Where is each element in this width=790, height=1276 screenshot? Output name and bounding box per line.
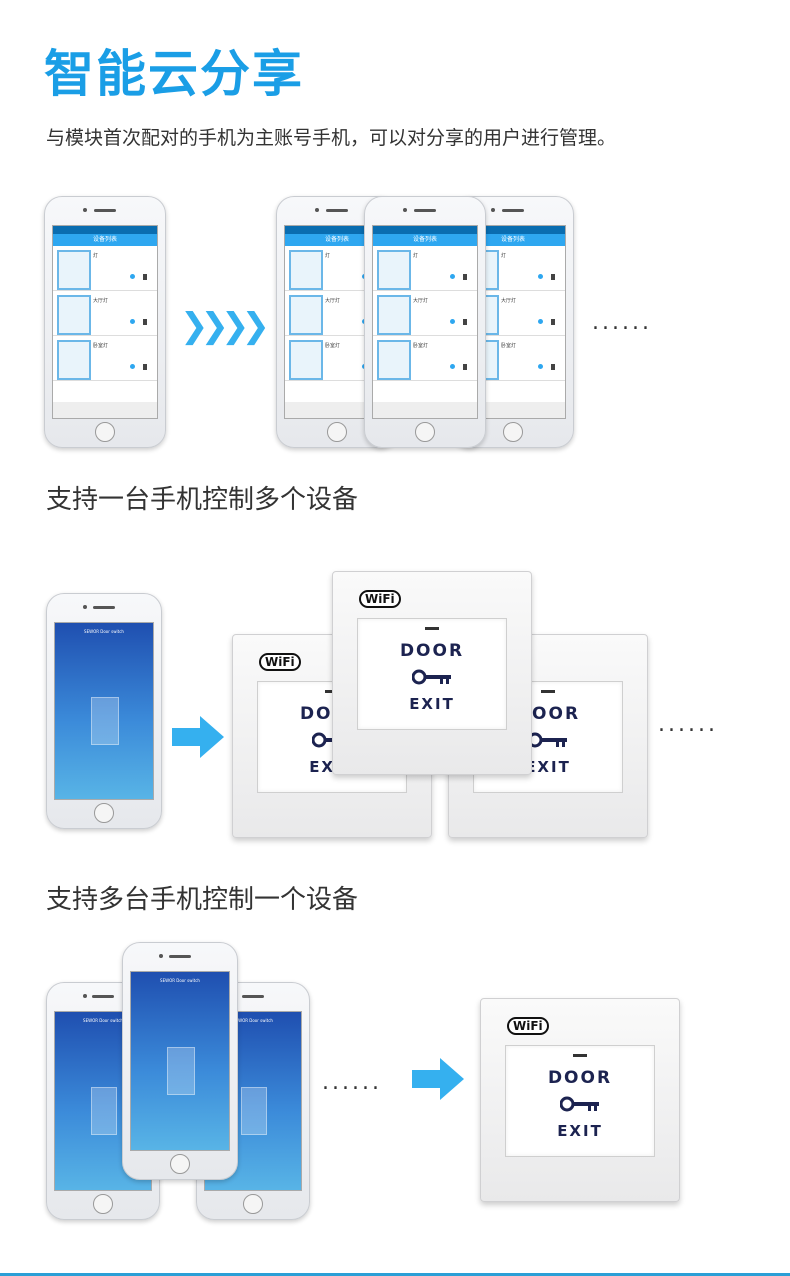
chevron-arrows-icon: ❯❯❯❯ (180, 306, 270, 346)
door-switch-single: WiFi DOOR EXIT (480, 998, 680, 1202)
page-subtitle: 与模块首次配对的手机为主账号手机，可以对分享的用户进行管理。 (46, 127, 617, 149)
phone-user-2: SEWOR Door switch (122, 942, 238, 1180)
phone-shared-2: 设备列表 灯 大厅灯 卧室灯 (364, 196, 486, 448)
arrow-right-icon (172, 716, 224, 758)
phone-controller: SEWOR Door switch (46, 593, 162, 829)
ellipsis-3: ...... (322, 1070, 382, 1095)
phone-master: 设备列表 灯 大厅灯 卧室灯 (44, 196, 166, 448)
ellipsis-2: ...... (658, 712, 718, 737)
section-title-one-to-many: 支持一台手机控制多个设备 (46, 485, 359, 515)
device-list-screen: 设备列表 灯 大厅灯 卧室灯 (52, 225, 158, 419)
home-button (95, 422, 115, 442)
ellipsis-1: ...... (592, 310, 652, 335)
page-title: 智能云分享 (44, 45, 304, 103)
bottom-divider (0, 1273, 790, 1276)
nav-title: 设备列表 (53, 234, 157, 246)
arrow-right-icon-2 (412, 1058, 464, 1100)
door-switch-center: WiFi DOOR EXIT (332, 571, 532, 775)
section-title-many-to-one: 支持多台手机控制一个设备 (46, 885, 359, 915)
